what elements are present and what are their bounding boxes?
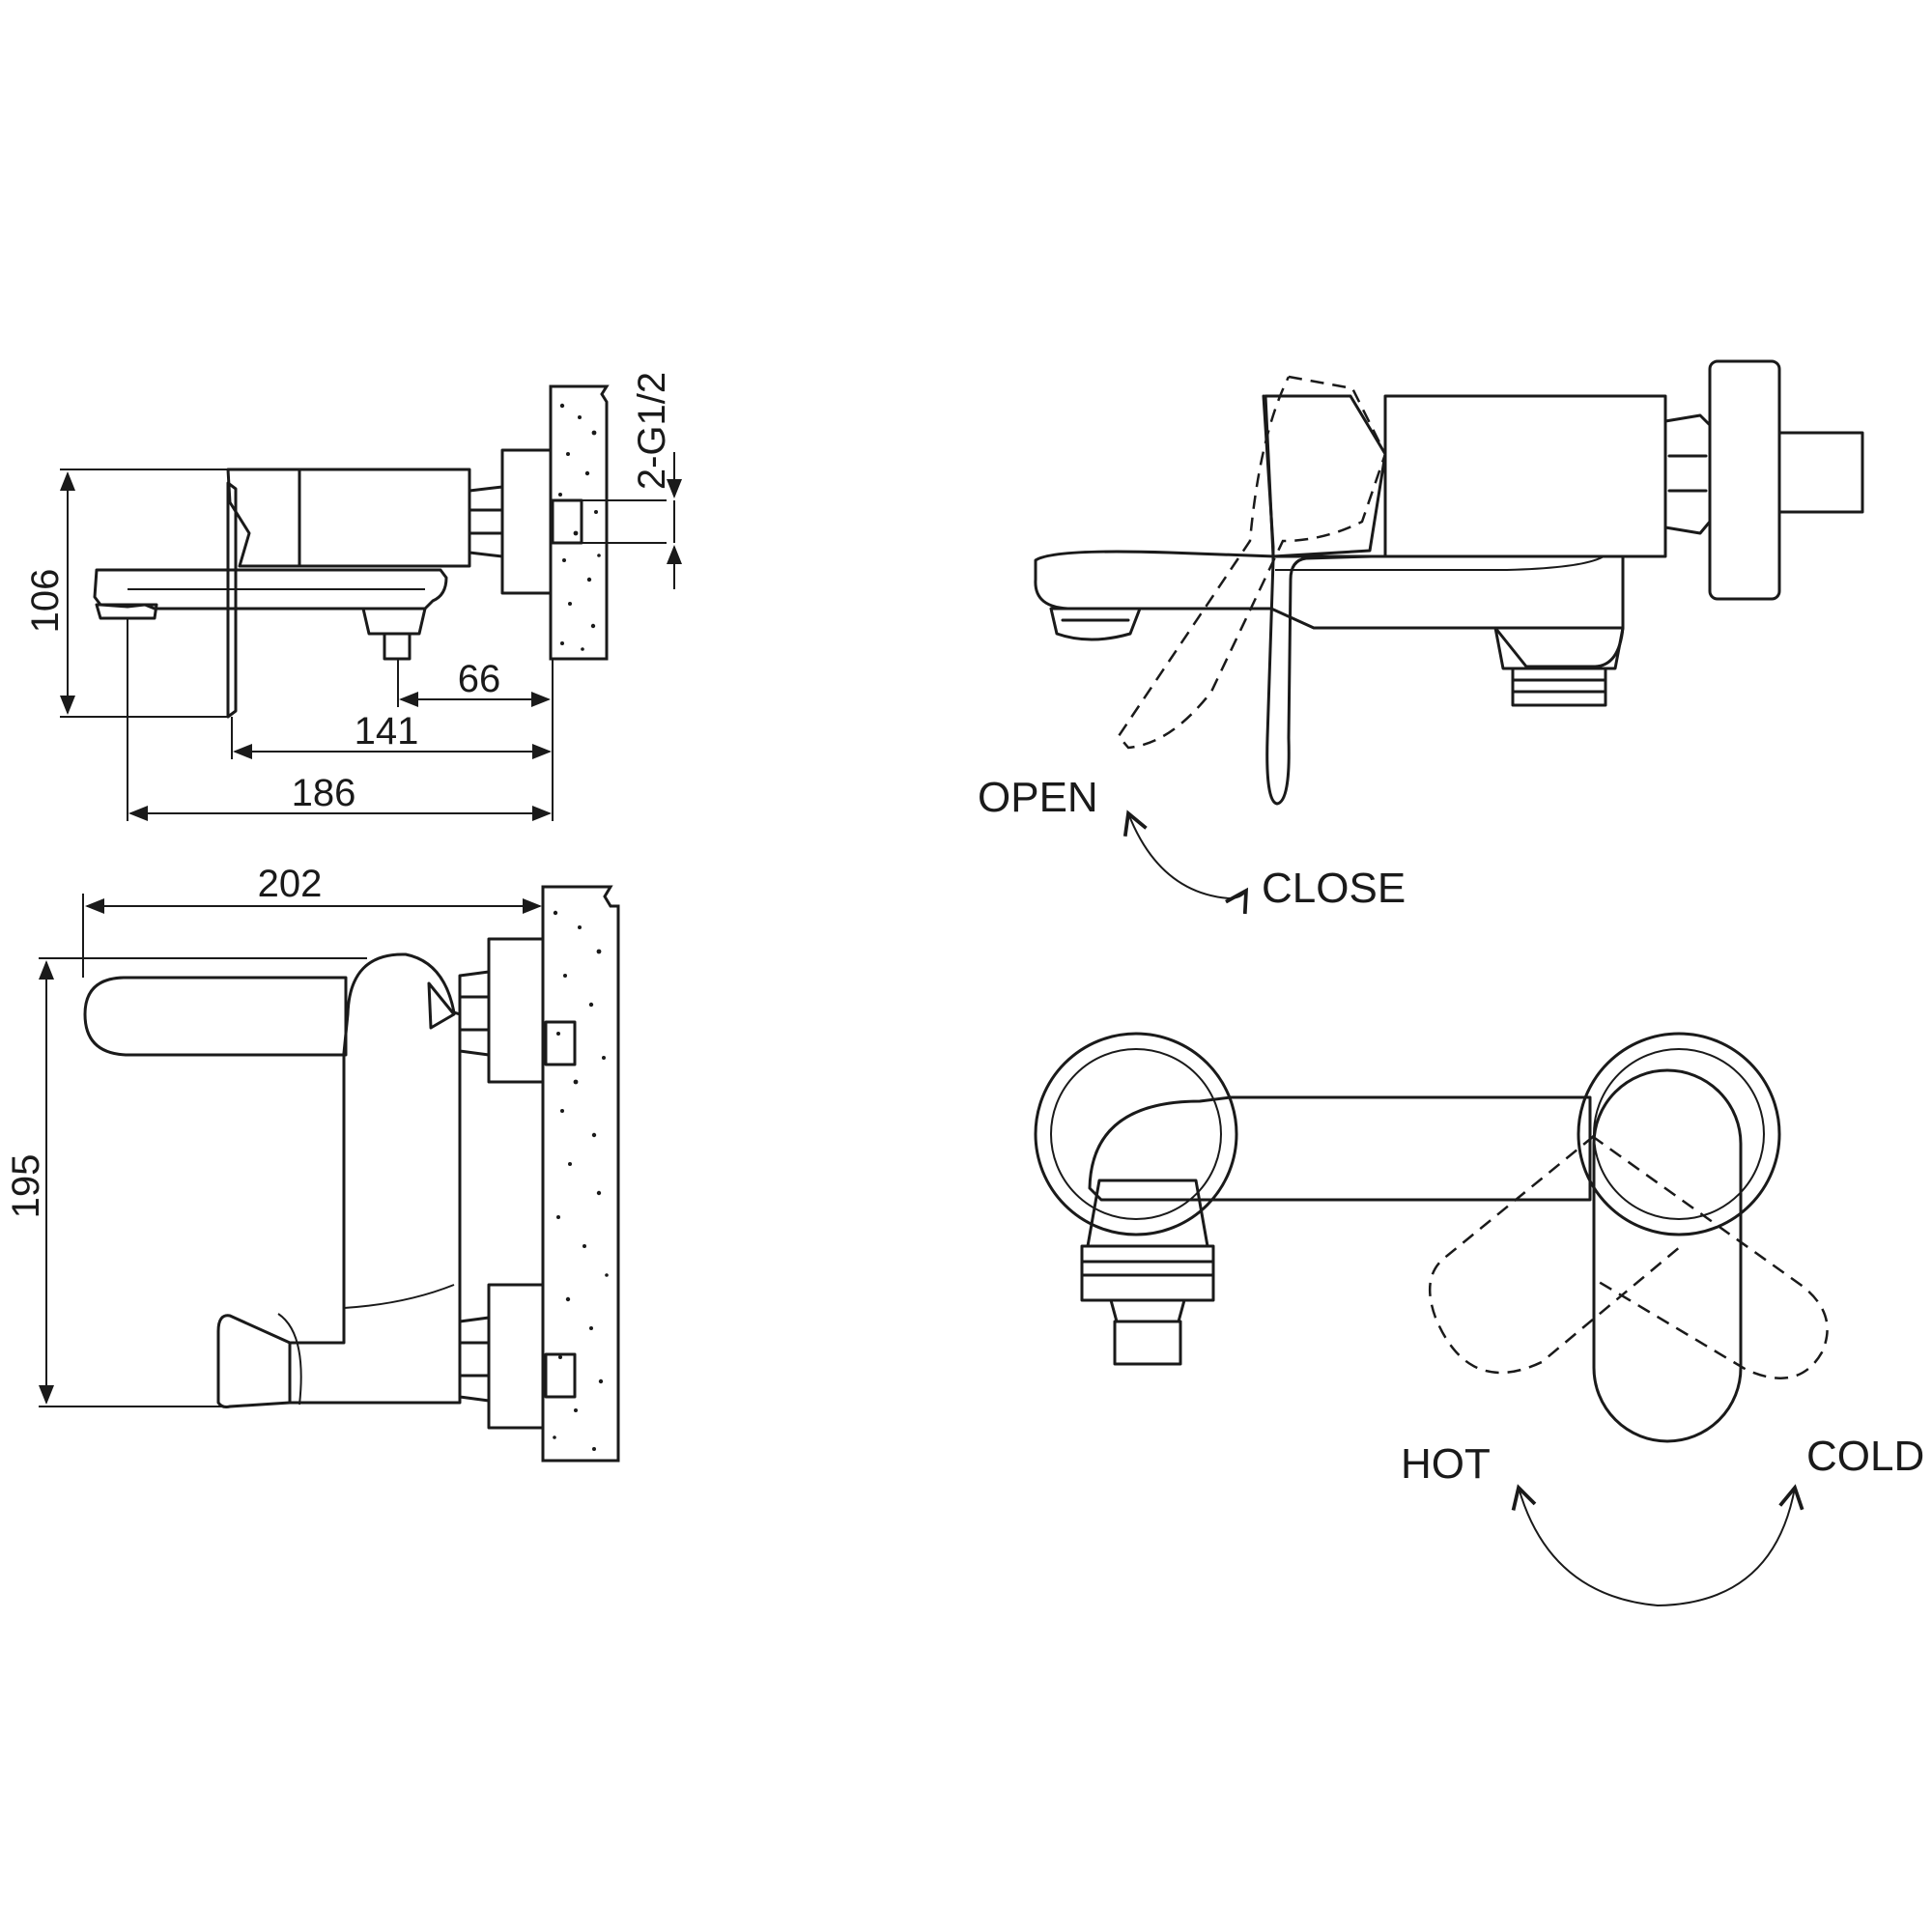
close-label: CLOSE <box>1262 865 1406 912</box>
dim-202: 202 <box>82 863 542 978</box>
outlet-tip-top <box>1109 1298 1186 1323</box>
cold-label: COLD <box>1806 1433 1924 1480</box>
lever-top <box>83 976 348 1057</box>
outlet-thread-right <box>1511 667 1607 707</box>
wall-flange <box>500 448 553 595</box>
hex-nut-bottom <box>458 1316 491 1403</box>
side-view: 106 66 141 186 2-G1/2 <box>24 372 682 821</box>
outlet-collar <box>361 607 427 636</box>
hot-cold-arrow <box>1511 1484 1804 1607</box>
lever-cap <box>226 468 301 568</box>
outlet-nipple-top <box>1113 1320 1182 1366</box>
dim-186-label: 186 <box>292 772 356 814</box>
hot-label: HOT <box>1401 1440 1491 1488</box>
hex-nut-top <box>458 970 491 1057</box>
dim-thread: 2-G1/2 <box>631 372 682 589</box>
body-shoulder <box>427 981 456 1030</box>
dim-106-label: 106 <box>24 569 67 634</box>
body-bar <box>1088 1095 1592 1202</box>
hex-nut-right <box>1663 413 1712 535</box>
dim-106: 106 <box>24 469 232 718</box>
wall-section-side <box>549 384 667 661</box>
open-label: OPEN <box>978 774 1098 821</box>
lever-open-ghost <box>1117 375 1387 750</box>
lever-cold-ghost <box>1591 1134 1829 1379</box>
escutcheon-right <box>1577 1032 1781 1236</box>
open-close-arrow <box>1122 810 1249 915</box>
inlet-pipe <box>1777 431 1864 514</box>
dim-141: 141 <box>231 659 554 821</box>
wall-flange-right <box>1708 359 1781 601</box>
dim-195: 195 <box>5 957 367 1407</box>
spout-right <box>1034 550 1625 668</box>
lever-closed <box>1262 394 1374 806</box>
aerator <box>95 603 158 620</box>
dim-thread-label: 2-G1/2 <box>631 372 673 490</box>
mixer-body-right <box>1383 394 1667 558</box>
top-view: 202 195 <box>5 863 620 1463</box>
lever-hot-ghost <box>1428 1135 1682 1375</box>
outlet-thread <box>383 632 412 661</box>
dim-66: 66 <box>397 658 551 707</box>
wall-section-top <box>541 885 620 1463</box>
lever-handle <box>226 481 238 719</box>
flange-bottom <box>487 1283 545 1430</box>
mixer-body-top <box>288 952 462 1405</box>
mixer-body <box>298 468 471 568</box>
outlet-collar-right <box>1493 626 1625 670</box>
spout-outlet <box>216 1314 292 1408</box>
dim-186: 186 <box>127 618 552 821</box>
dim-202-label: 202 <box>258 863 323 905</box>
escutcheon-left <box>1034 1032 1238 1236</box>
hex-nut <box>468 485 504 558</box>
dim-195-label: 195 <box>5 1154 47 1219</box>
aerator-right <box>1049 607 1142 641</box>
flange-top <box>487 937 545 1084</box>
dim-66-label: 66 <box>458 658 501 700</box>
dim-141-label: 141 <box>355 710 419 753</box>
outlet-thread-top <box>1080 1244 1215 1302</box>
operation-side-view: OPEN CLOSE <box>978 359 1864 915</box>
lever-center <box>1592 1068 1743 1443</box>
operation-top-view: HOT COLD <box>1034 1032 1924 1607</box>
spout <box>93 568 448 611</box>
